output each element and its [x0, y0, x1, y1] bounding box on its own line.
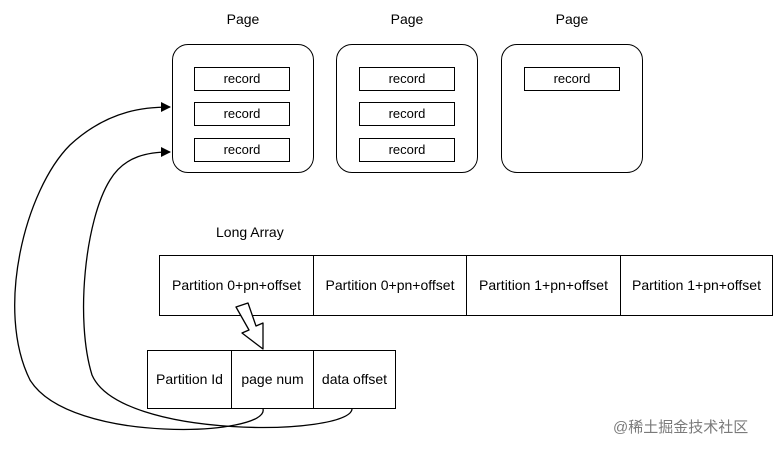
detail-cell-page-num: page num	[231, 350, 313, 409]
record-2-1: record	[359, 67, 455, 91]
page-title-2: Page	[390, 11, 424, 27]
long-array-label: Long Array	[216, 224, 284, 240]
array-cell-1: Partition 0+pn+offset	[159, 255, 313, 316]
watermark-text: @稀土掘金技术社区	[613, 419, 749, 436]
record-1-3: record	[194, 138, 290, 162]
array-cell-3: Partition 1+pn+offset	[466, 255, 620, 316]
page-box-3: record	[501, 44, 643, 173]
record-1-2: record	[194, 102, 290, 126]
page-title-3: Page	[555, 11, 589, 27]
array-cell-4: Partition 1+pn+offset	[620, 255, 773, 316]
array-cell-2: Partition 0+pn+offset	[313, 255, 466, 316]
record-2-3: record	[359, 138, 455, 162]
record-1-1: record	[194, 67, 290, 91]
page-box-2: record record record	[336, 44, 478, 173]
detail-cell-data-offset: data offset	[313, 350, 396, 409]
detail-cell-partition-id: Partition Id	[147, 350, 231, 409]
page-title-1: Page	[226, 11, 260, 27]
record-2-2: record	[359, 102, 455, 126]
record-3-1: record	[524, 67, 620, 91]
page-box-1: record record record	[172, 44, 314, 173]
